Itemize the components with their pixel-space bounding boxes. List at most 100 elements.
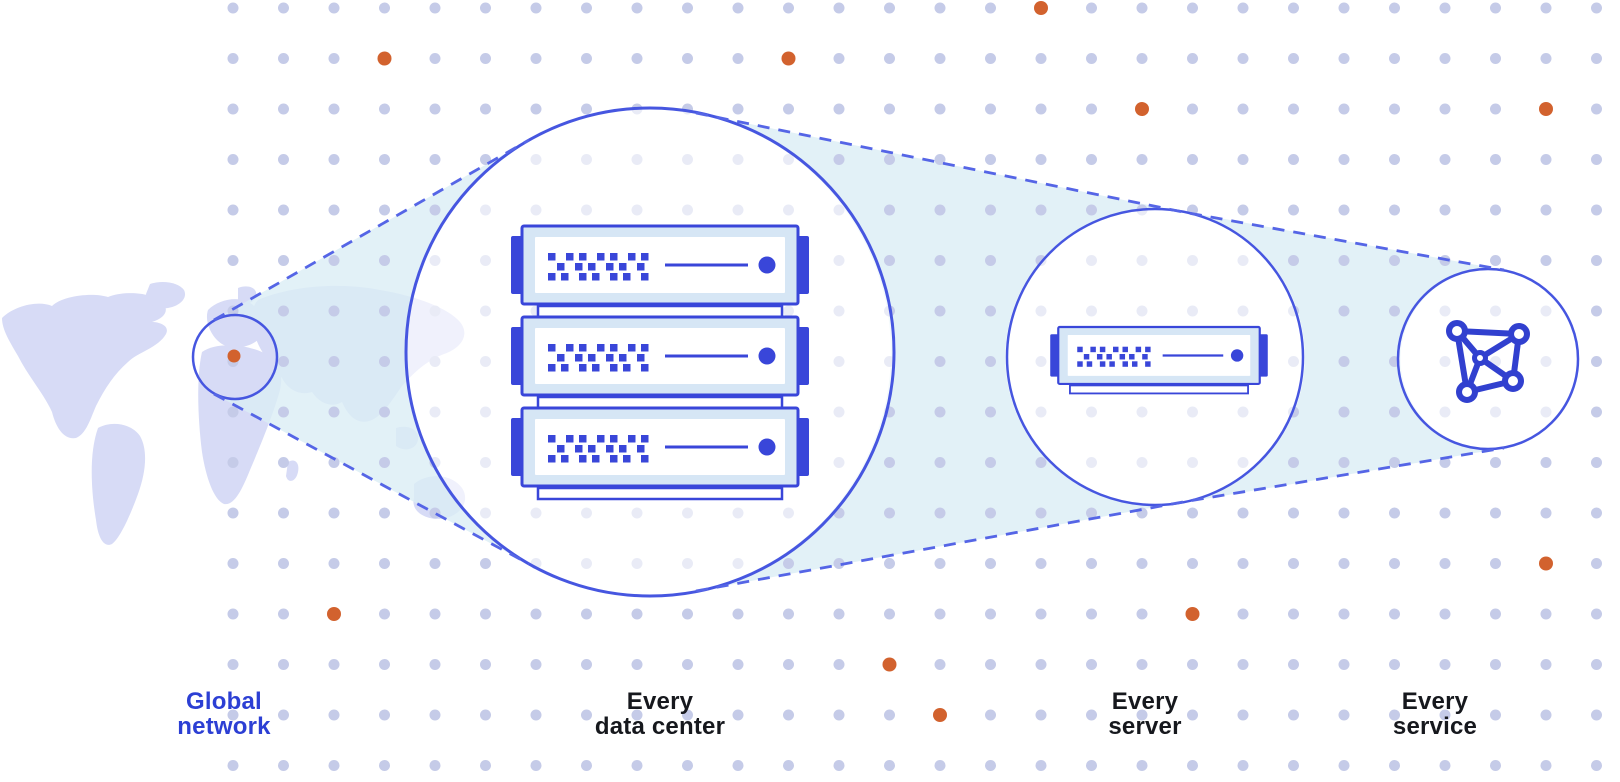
grid-dot: [227, 457, 239, 468]
grid-dot: [1389, 457, 1400, 468]
grid-dot: [985, 709, 996, 721]
grid-dot: [732, 709, 744, 721]
grid-dot: [1338, 103, 1350, 115]
grid-dot: [480, 659, 491, 670]
grid-dot: [783, 709, 794, 721]
grid-dot: [732, 659, 744, 670]
grid-dot: [1591, 760, 1602, 771]
grid-dot: [884, 558, 895, 569]
grid-dot: [1237, 204, 1249, 216]
grid-dot: [581, 53, 592, 64]
grid-dot: [1237, 760, 1249, 771]
grid-dot: [1591, 457, 1602, 468]
grid-dot: [480, 2, 491, 14]
grid-dot: [480, 760, 491, 771]
grid-dot: [227, 204, 239, 216]
grid-dot: [1237, 2, 1249, 14]
grid-dot: [1540, 53, 1552, 64]
grid-dot: [1389, 154, 1400, 165]
grid-dot: [833, 608, 845, 620]
grid-dot: [884, 53, 895, 64]
grid-dot: [328, 760, 340, 771]
grid-dot: [934, 659, 946, 670]
grid-dot: [278, 154, 289, 165]
grid-dot: [934, 760, 946, 771]
grid-dot: [379, 356, 390, 367]
grid-dot: [1389, 507, 1400, 519]
grid-dot: [732, 53, 744, 64]
grid-dot: [1490, 457, 1501, 468]
grid-dot: [934, 457, 946, 468]
grid-dot: [1338, 305, 1350, 317]
grid-dot: [328, 507, 340, 519]
label-line: Global: [186, 688, 262, 715]
label-line: data center: [594, 713, 726, 740]
grid-dot: [379, 760, 390, 771]
grid-dot: [278, 709, 289, 721]
grid-dot: [985, 760, 996, 771]
grid-dot: [1439, 103, 1451, 115]
grid-dot: [1490, 255, 1501, 266]
grid-dot: [884, 154, 895, 165]
grid-dot: [227, 406, 239, 418]
grid-dot: [429, 659, 441, 670]
grid-dot: [934, 356, 946, 367]
grid-dot: [1187, 103, 1198, 115]
grid-dot: [1086, 709, 1097, 721]
grid-dot: [833, 709, 845, 721]
grid-dot: [1439, 204, 1451, 216]
grid-dot: [379, 507, 390, 519]
server-stack-icon: [509, 224, 811, 501]
grid-dot: [1439, 760, 1451, 771]
accent-dot: [1034, 1, 1048, 15]
grid-dot: [631, 608, 643, 620]
grid-dot: [783, 2, 794, 14]
grid-dot: [1591, 154, 1602, 165]
grid-dot: [278, 507, 289, 519]
label-line: Every: [1401, 688, 1469, 715]
grid-dot: [1288, 558, 1299, 569]
grid-dot: [278, 406, 289, 418]
grid-dot: [1439, 709, 1451, 721]
server-unit: [509, 315, 811, 410]
grid-dot: [227, 255, 239, 266]
grid-dot: [1540, 204, 1552, 216]
grid-dot: [1490, 659, 1501, 670]
grid-dot: [278, 2, 289, 14]
grid-dot: [379, 608, 390, 620]
grid-dot: [1540, 507, 1552, 519]
grid-dot: [884, 760, 895, 771]
grid-dot: [1591, 356, 1602, 367]
grid-dot: [429, 558, 441, 569]
grid-dot: [1288, 709, 1299, 721]
grid-dot: [1540, 608, 1552, 620]
grid-dot: [1338, 356, 1350, 367]
grid-dot: [1187, 154, 1198, 165]
grid-dot: [278, 457, 289, 468]
grid-dot: [1439, 558, 1451, 569]
accent-dot: [1185, 607, 1200, 621]
grid-dot: [985, 558, 996, 569]
grid-dot: [1338, 154, 1350, 165]
grid-dot: [884, 255, 895, 266]
grid-dot: [530, 2, 542, 14]
grid-dot: [1591, 709, 1602, 721]
grid-dot: [1439, 154, 1451, 165]
grid-dot: [1439, 659, 1451, 670]
grid-dot: [1591, 204, 1602, 216]
server-icon: [1049, 325, 1269, 395]
grid-dot: [530, 608, 542, 620]
grid-dot: [1187, 709, 1198, 721]
grid-dot: [328, 659, 340, 670]
grid-dot: [1187, 507, 1198, 519]
grid-dot: [1288, 204, 1299, 216]
server-unit: [509, 224, 811, 319]
grid-dot: [1187, 760, 1198, 771]
grid-dot: [581, 659, 592, 670]
label-line: network: [177, 713, 271, 740]
grid-dot: [985, 204, 996, 216]
grid-dot: [1035, 709, 1047, 721]
grid-dot: [1389, 305, 1400, 317]
grid-dot: [379, 255, 390, 266]
grid-dot: [1389, 760, 1400, 771]
